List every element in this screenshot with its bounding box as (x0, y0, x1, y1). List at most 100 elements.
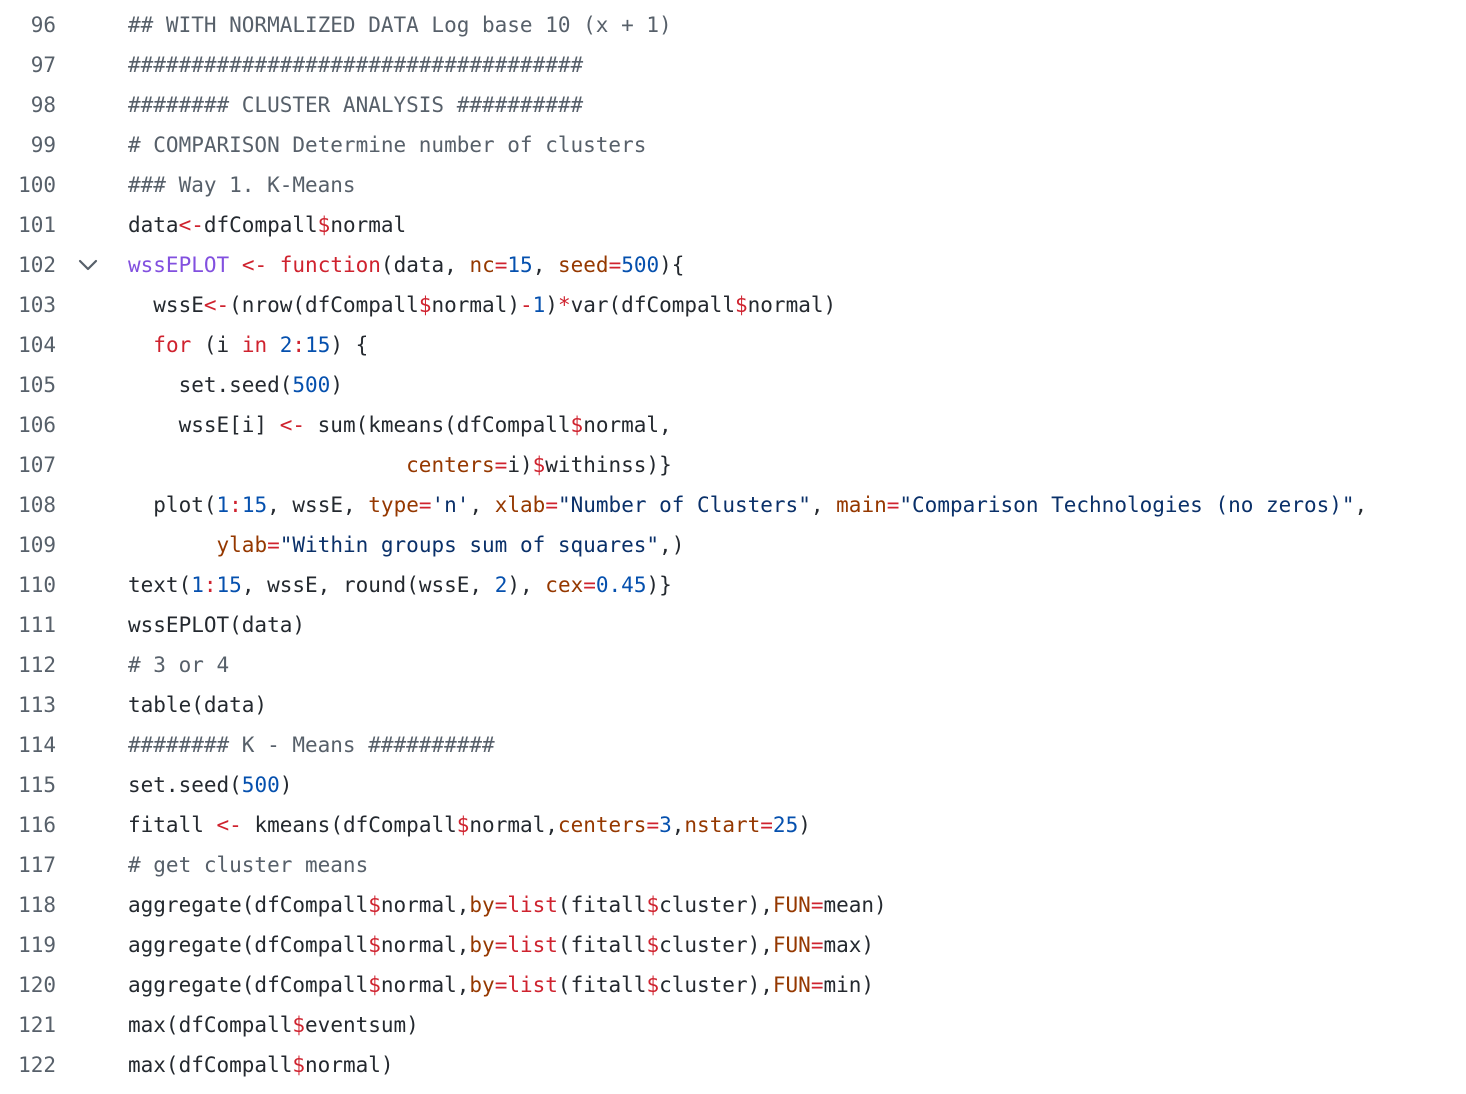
code-token-str: "Number of Clusters" (557, 493, 811, 517)
code-token-kw: list (507, 893, 558, 917)
code-line[interactable]: 106 wssE[i] <- sum(kmeans(dfCompall$norm… (0, 405, 1466, 445)
code-token-str: "Within groups sum of squares" (279, 533, 660, 557)
code-token-plain: ) (279, 773, 293, 797)
code-token-op: = (267, 533, 280, 557)
code-line[interactable]: 97#################################### (0, 45, 1466, 85)
line-number: 122 (18, 1053, 56, 1077)
code-token-plain: wssE (128, 293, 204, 317)
code-line[interactable]: 103 wssE<-(nrow(dfCompall$normal)-1)*var… (0, 285, 1466, 325)
line-number: 110 (18, 573, 56, 597)
code-line[interactable]: 117 # get cluster means (0, 845, 1466, 885)
code-line[interactable]: 114######## K - Means ########## (0, 725, 1466, 765)
code-line[interactable]: 102 wssEPLOT <- function(data, nc=15, see… (0, 245, 1466, 285)
code-token-op: <- (241, 253, 268, 277)
code-text: wssE[i] <- sum(kmeans(dfCompall$normal, (128, 405, 672, 445)
code-token-op: $ (317, 213, 331, 237)
code-token-plain: , wssE, (267, 493, 369, 517)
code-token-op: = (494, 453, 508, 477)
code-token-arg: FUN (772, 893, 811, 917)
code-text: centers=i)$withinss)} (128, 445, 672, 485)
code-token-num: 2 (494, 573, 508, 597)
code-token-plain: , (469, 493, 495, 517)
code-text: set.seed(500) (128, 365, 343, 405)
code-line[interactable]: 109 ylab="Within groups sum of squares",… (0, 525, 1466, 565)
code-token-arg: ylab (216, 533, 268, 557)
code-line[interactable]: 105 set.seed(500) (0, 365, 1466, 405)
code-token-str: "Comparison Technologies (no zeros)" (899, 493, 1355, 517)
code-token-plain: (i (191, 333, 242, 357)
code-token-arg: seed (557, 253, 609, 277)
code-line[interactable]: 96## WITH NORMALIZED DATA Log base 10 (x… (0, 5, 1466, 45)
code-token-plain: , (532, 253, 558, 277)
code-line[interactable]: 108 plot(1:15, wssE, type='n', xlab="Num… (0, 485, 1466, 525)
code-token-num: 1 (532, 293, 546, 317)
code-token-plain: plot( (128, 493, 217, 517)
code-line[interactable]: 119 aggregate(dfCompall$normal,by=list(fi… (0, 925, 1466, 965)
code-token-arg: xlab (494, 493, 546, 517)
code-token-op: = (646, 813, 660, 837)
code-token-plain: data (128, 213, 179, 237)
code-line[interactable]: 112# 3 or 4 (0, 645, 1466, 685)
code-token-plain: fitall (128, 813, 217, 837)
code-token-plain (128, 453, 406, 477)
code-token-plain: (fitall (557, 973, 647, 997)
code-token-kw: function (279, 253, 381, 277)
code-text: wssEPLOT(data) (128, 605, 305, 645)
code-token-comment: ######## CLUSTER ANALYSIS ########## (128, 93, 584, 117)
code-line[interactable]: 100 ### Way 1. K-Means (0, 165, 1466, 205)
code-line[interactable]: 98######## CLUSTER ANALYSIS ########## (0, 85, 1466, 125)
code-line[interactable]: 99# COMPARISON Determine number of clust… (0, 125, 1466, 165)
code-token-plain: normal) (747, 293, 837, 317)
code-token-plain: wssEPLOT(data) (128, 613, 306, 637)
code-token-op: = (545, 493, 558, 517)
code-line[interactable]: 111 wssEPLOT(data) (0, 605, 1466, 645)
code-token-op: $ (646, 893, 660, 917)
line-number: 111 (18, 613, 56, 637)
code-text: fitall <- kmeans(dfCompall$normal,center… (128, 805, 811, 845)
code-token-plain (229, 253, 242, 277)
code-token-op: <- (178, 213, 204, 237)
line-number: 100 (18, 173, 56, 197)
code-token-op: = (494, 933, 508, 957)
line-number: 105 (18, 373, 56, 397)
code-line[interactable]: 107 centers=i)$withinss)} (0, 445, 1466, 485)
code-text: aggregate(dfCompall$normal,by=list(fital… (128, 925, 874, 965)
code-token-plain: set.seed( (128, 373, 293, 397)
chevron-down-icon[interactable] (76, 255, 100, 275)
code-text: wssEPLOT <- function(data, nc=15, seed=5… (128, 245, 684, 285)
code-token-plain (267, 253, 280, 277)
line-number: 121 (18, 1013, 56, 1037)
code-token-comment: ######## K - Means ########## (128, 733, 495, 757)
code-token-plain: , (1354, 493, 1368, 517)
code-token-kw: for (153, 333, 192, 357)
code-token-comment: ## WITH NORMALIZED DATA Log base 10 (x +… (128, 13, 672, 37)
code-token-num: 3 (659, 813, 672, 837)
code-token-arg: by (469, 933, 495, 957)
code-token-kw: list (507, 933, 558, 957)
code-text: aggregate(dfCompall$normal,by=list(fital… (128, 965, 874, 1005)
line-number: 117 (18, 853, 56, 877)
code-token-op: $ (646, 973, 660, 997)
line-number: 102 (18, 253, 56, 277)
code-text: max(dfCompall$eventsum) (128, 1005, 419, 1045)
code-token-plain: cluster), (659, 893, 773, 917)
code-token-op: : (203, 573, 217, 597)
code-token-op: <- (216, 813, 242, 837)
code-line[interactable]: 104 for (i in 2:15) { (0, 325, 1466, 365)
code-line[interactable]: 121 max(dfCompall$eventsum) (0, 1005, 1466, 1045)
code-token-op: $ (368, 893, 381, 917)
code-text: ### Way 1. K-Means (128, 165, 356, 205)
code-token-op: $ (734, 293, 748, 317)
line-number: 119 (18, 933, 56, 957)
code-token-op: <- (279, 413, 306, 437)
code-token-comment: # get cluster means (128, 853, 369, 877)
